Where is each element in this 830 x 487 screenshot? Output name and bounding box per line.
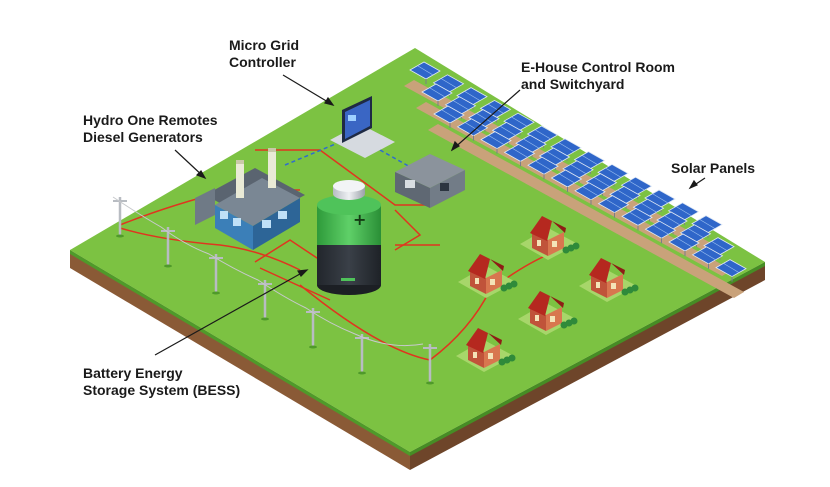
solar-panel	[644, 220, 677, 244]
solar-panel	[503, 143, 536, 167]
house	[458, 254, 518, 298]
label-e-house: E-House Control Room and Switchyard	[521, 59, 675, 92]
solar-panel	[691, 246, 724, 269]
label-bess: Battery Energy Storage System (BESS)	[83, 365, 241, 398]
data-lines	[284, 139, 413, 169]
solar-panel	[456, 118, 489, 141]
power-lines	[119, 149, 561, 361]
solar-panel	[621, 207, 653, 231]
solar-panel	[480, 131, 512, 154]
solar-panel	[433, 105, 465, 128]
utility-pole	[355, 334, 369, 375]
solar-panel	[550, 169, 583, 192]
controller-laptop	[330, 96, 395, 158]
solar-panel	[668, 233, 700, 256]
label-solar-panels: Solar Panels	[671, 160, 756, 176]
solar-panel	[597, 195, 630, 218]
solar-panel	[574, 182, 606, 205]
e-house-control-room	[395, 154, 465, 208]
solar-panel	[527, 156, 559, 180]
utility-pole	[423, 344, 437, 385]
house	[456, 328, 516, 372]
utility-pole	[161, 227, 175, 268]
label-diesel-generators: Hydro One Remotes Diesel Generators	[83, 112, 218, 145]
diesel-generator-building	[195, 148, 305, 250]
solar-panel	[409, 61, 441, 84]
leader-lines	[154, 74, 706, 356]
ground-platform	[70, 48, 765, 470]
utility-pole	[113, 197, 127, 238]
solar-panel	[421, 83, 453, 106]
house	[520, 216, 580, 260]
label-micro-grid-controller: Micro Grid Controller	[229, 37, 300, 70]
house	[579, 258, 639, 302]
utility-poles	[112, 196, 437, 385]
solar-panel-array	[404, 61, 747, 298]
house	[518, 291, 578, 335]
solar-panel	[715, 259, 747, 282]
utility-pole	[258, 280, 272, 321]
pole-wires	[112, 196, 424, 347]
houses	[456, 216, 639, 372]
svg-text:+: +	[353, 210, 366, 229]
battery-energy-storage: +	[317, 180, 381, 295]
